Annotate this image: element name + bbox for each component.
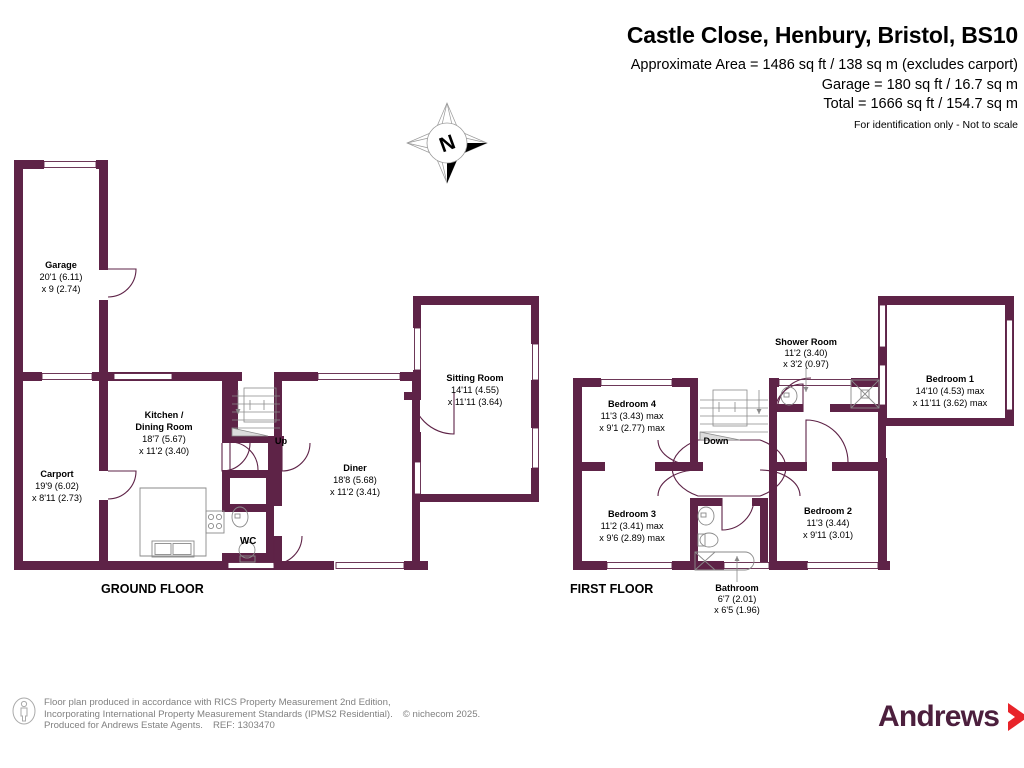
room-dim-carport-1: 19'9 (6.02) xyxy=(35,481,79,491)
room-label-bathroom: Bathroom xyxy=(715,583,758,593)
room-dim-kitchen-2: x 11'2 (3.40) xyxy=(139,446,189,456)
room-label-garage: Garage xyxy=(45,260,77,270)
room-dim-bathroom-1: 6'7 (2.01) xyxy=(718,594,757,604)
room-dim-bedroom-1-1: 14'10 (4.53) max xyxy=(916,386,985,396)
room-dim-shower-room-1: 11'2 (3.40) xyxy=(785,348,828,358)
room-label-bedroom-4: Bedroom 4 xyxy=(608,399,657,409)
disclaimer-text: For identification only - Not to scale xyxy=(854,118,1018,131)
page-title: Castle Close, Henbury, Bristol, BS10 xyxy=(626,22,1018,48)
room-dim-diner-2: x 11'2 (3.41) xyxy=(330,487,380,497)
room-dim-bedroom-2-2: x 9'11 (3.01) xyxy=(803,530,853,540)
floor-label-ground: GROUND FLOOR xyxy=(101,582,204,596)
room-dim-bathroom-2: x 6'5 (1.96) xyxy=(714,605,760,615)
first-floor-fixtures xyxy=(694,379,880,571)
room-dim-bedroom-3-1: 11'2 (3.41) max xyxy=(601,521,664,531)
room-label-diner: Diner xyxy=(343,463,367,473)
room-dim-kitchen-1: 18'7 (5.67) xyxy=(142,434,186,444)
andrews-logo: Andrews xyxy=(878,700,1024,733)
area-line-total: Total = 1666 sq ft / 154.7 sq m xyxy=(823,96,1018,112)
person-icon xyxy=(12,697,36,725)
footer-copyright: © nichecom 2025. xyxy=(402,708,481,720)
room-label-wc: WC xyxy=(240,536,256,547)
room-dim-carport-2: x 8'11 (2.73) xyxy=(32,493,82,503)
room-dim-bedroom-2-1: 11'3 (3.44) xyxy=(807,518,850,528)
first-floor-plan: Bedroom 4 11'3 (3.43) max x 9'1 (2.77) m… xyxy=(570,296,1014,615)
room-dim-sitting-room-1: 14'11 (4.55) xyxy=(451,385,499,395)
ground-floor-plan: Garage 20'1 (6.11) x 9 (2.74) Carport 19… xyxy=(14,160,539,596)
landing-outline xyxy=(671,439,787,497)
room-dim-bedroom-1-2: x 11'11 (3.62) max xyxy=(913,398,988,408)
footer-line-2-row: Incorporating International Property Mea… xyxy=(44,709,480,721)
room-label-kitchen-1: Kitchen / xyxy=(145,410,184,420)
ground-floor-labels: Garage 20'1 (6.11) x 9 (2.74) Carport 19… xyxy=(32,260,504,596)
room-dim-diner-1: 18'8 (5.68) xyxy=(333,475,377,485)
room-dim-garage-1: 20'1 (6.11) xyxy=(40,272,83,282)
stair-label-down: Down xyxy=(703,436,728,446)
room-dim-shower-room-2: x 3'2 (0.97) xyxy=(783,359,829,369)
room-label-shower-room: Shower Room xyxy=(775,337,837,347)
room-dim-garage-2: x 9 (2.74) xyxy=(42,284,81,294)
footer-line-1: Floor plan produced in accordance with R… xyxy=(44,697,391,708)
chevron-right-icon xyxy=(1008,703,1024,731)
room-label-kitchen-2: Dining Room xyxy=(135,422,192,432)
ground-floor-walls xyxy=(14,160,539,570)
logo-text: Andrews xyxy=(878,699,1000,733)
area-summary: Approximate Area = 1486 sq ft / 138 sq m… xyxy=(627,56,1018,115)
header: Castle Close, Henbury, Bristol, BS10 App… xyxy=(627,22,1018,132)
room-label-bedroom-2: Bedroom 2 xyxy=(804,506,852,516)
first-floor-doors xyxy=(657,377,849,531)
footer: Floor plan produced in accordance with R… xyxy=(12,697,480,732)
ground-floor-windows xyxy=(41,161,539,569)
footer-text-block: Floor plan produced in accordance with R… xyxy=(44,697,480,732)
room-label-bedroom-3: Bedroom 3 xyxy=(608,509,656,519)
first-floor-labels: Bedroom 4 11'3 (3.43) max x 9'1 (2.77) m… xyxy=(570,337,988,615)
room-label-bedroom-1: Bedroom 1 xyxy=(926,374,974,384)
area-line-approx: Approximate Area = 1486 sq ft / 138 sq m… xyxy=(630,57,1018,73)
room-dim-bedroom-4-1: 11'3 (3.43) max xyxy=(601,411,664,421)
ground-floor-doors xyxy=(107,268,455,565)
floor-label-first: FIRST FLOOR xyxy=(570,582,653,596)
footer-reference: REF: 1303470 xyxy=(212,720,275,732)
shower-room-leader xyxy=(803,368,809,392)
room-label-carport: Carport xyxy=(40,469,73,479)
room-dim-bedroom-4-2: x 9'1 (2.77) max xyxy=(599,423,665,433)
room-label-sitting-room: Sitting Room xyxy=(446,373,503,383)
room-dim-bedroom-3-2: x 9'6 (2.89) max xyxy=(599,533,665,543)
compass-north-label: N xyxy=(436,131,458,158)
bathroom-leader xyxy=(734,556,740,582)
footer-line-3: Produced for Andrews Estate Agents. xyxy=(44,720,203,732)
ground-floor-fixtures xyxy=(139,387,280,563)
area-line-garage: Garage = 180 sq ft / 16.7 sq m xyxy=(821,76,1018,93)
footer-line-3-row: Produced for Andrews Estate Agents. REF: … xyxy=(44,720,480,732)
footer-line-2: Incorporating International Property Mea… xyxy=(44,708,393,720)
first-floor-windows xyxy=(600,304,1013,569)
stair-label-up: Up xyxy=(275,436,288,446)
room-dim-sitting-room-2: x 11'11 (3.64) xyxy=(448,397,503,407)
compass-rose: N xyxy=(406,102,488,184)
